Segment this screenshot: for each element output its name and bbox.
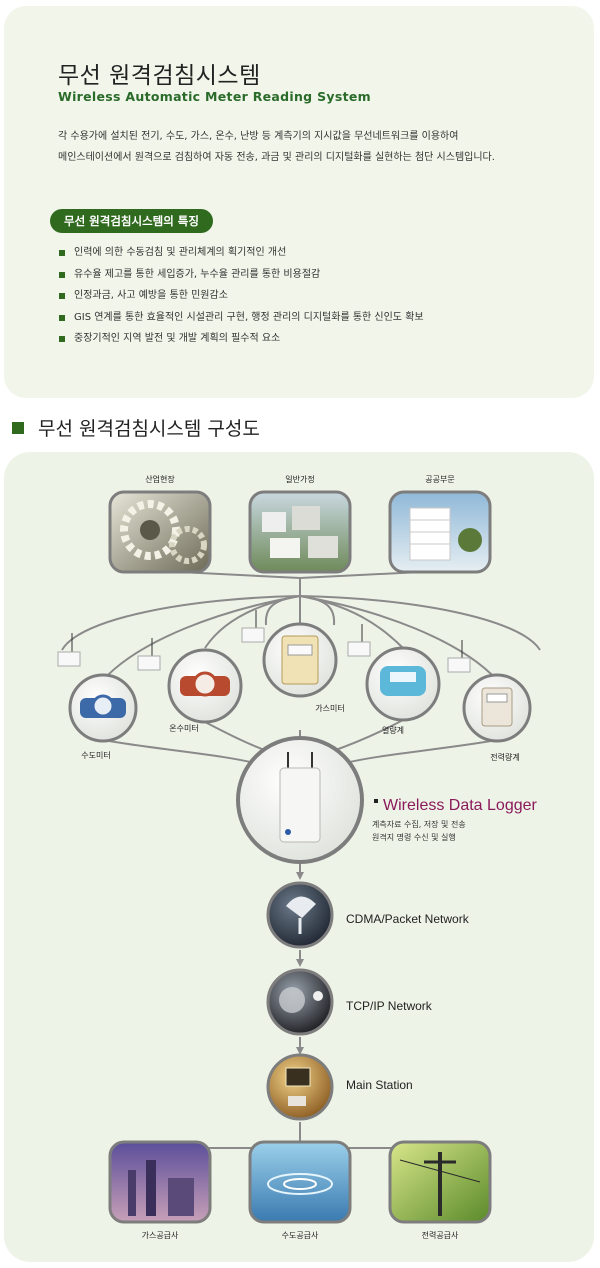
meter-hot-water bbox=[167, 648, 243, 724]
section-heading-text: 무선 원격검침시스템 구성도 bbox=[38, 418, 260, 440]
connector-line bbox=[332, 739, 498, 769]
connector-line bbox=[102, 595, 301, 681]
meter-label: 전력량계 bbox=[490, 752, 519, 762]
antenna-module-icon bbox=[347, 624, 371, 657]
meter-label: 수도미터 bbox=[81, 751, 110, 760]
connector-line bbox=[299, 595, 541, 651]
features-badge: 무선 원격검침시스템의 특징 bbox=[50, 209, 213, 233]
meter-label: 열량계 bbox=[382, 725, 404, 735]
connector-line bbox=[204, 721, 272, 754]
intro-description: 각 수용가에 설치된 전기, 수도, 가스, 온수, 난방 등 계측기의 지시값… bbox=[58, 126, 558, 168]
site-label: 산업현장 bbox=[145, 474, 175, 484]
connector-line bbox=[61, 595, 301, 651]
logger-desc: 원격지 명령 수신 및 실행 bbox=[372, 832, 456, 842]
intro-panel: 무선 원격검침시스템 Wireless Automatic Meter Read… bbox=[4, 6, 594, 398]
antenna-module-icon bbox=[57, 633, 81, 667]
site-industrial bbox=[108, 490, 212, 574]
meter-heat bbox=[365, 646, 441, 722]
meter-label: 온수미터 bbox=[169, 724, 198, 733]
connector-line bbox=[299, 595, 336, 626]
antenna-module-icon bbox=[241, 610, 265, 643]
site-label: 공공부문 bbox=[425, 475, 454, 484]
network-label: Main Station bbox=[346, 1078, 413, 1092]
feature-item: 인정과금, 사고 예방을 통한 민원감소 bbox=[56, 289, 424, 311]
node-tcpip bbox=[266, 968, 334, 1036]
meter-water bbox=[68, 673, 138, 743]
node-main-station bbox=[266, 1053, 334, 1121]
supplier-label: 전력공급사 bbox=[422, 1230, 459, 1240]
logger-title: Wireless Data Logger bbox=[383, 797, 538, 814]
supplier-label: 수도공급사 bbox=[282, 1231, 319, 1240]
meter-electric bbox=[462, 673, 532, 743]
feature-item: 유수율 제고를 통한 세입증가, 누수율 관리를 통한 비용절감 bbox=[56, 268, 424, 290]
connector-line bbox=[102, 739, 268, 769]
connector-line bbox=[264, 595, 301, 626]
page-subtitle: Wireless Automatic Meter Reading System bbox=[58, 89, 371, 104]
site-public bbox=[388, 490, 492, 574]
supplier-gas bbox=[108, 1140, 212, 1224]
feature-item: GIS 연계를 통한 효율적인 시설관리 구현, 행정 관리의 디지털화를 통한… bbox=[56, 311, 424, 333]
antenna-module-icon bbox=[447, 640, 471, 673]
bullet-square-icon bbox=[12, 421, 24, 434]
feature-item: 중장기적인 지역 발전 및 개발 계획의 필수적 요소 bbox=[56, 332, 424, 354]
meter-label: 가스미터 bbox=[315, 704, 344, 713]
antenna-module-icon bbox=[137, 638, 161, 671]
network-label: TCP/IP Network bbox=[346, 999, 433, 1013]
meter-gas bbox=[262, 622, 338, 698]
connector-line bbox=[299, 595, 498, 681]
section-heading: 무선 원격검침시스템 구성도 bbox=[12, 414, 260, 441]
page-title: 무선 원격검침시스템 bbox=[58, 63, 261, 89]
logger-desc: 계측자료 수집, 저장 및 전송 bbox=[372, 819, 466, 829]
network-label: CDMA/Packet Network bbox=[346, 912, 470, 926]
feature-item: 인력에 의한 수동검침 및 관리체계의 획기적인 개선 bbox=[56, 246, 424, 268]
intro-description-line: 각 수용가에 설치된 전기, 수도, 가스, 온수, 난방 등 계측기의 지시값… bbox=[58, 131, 459, 142]
data-logger bbox=[236, 736, 364, 864]
supplier-water bbox=[248, 1140, 352, 1224]
supplier-power bbox=[388, 1140, 492, 1224]
connector-line bbox=[328, 719, 404, 754]
node-cdma bbox=[266, 881, 334, 949]
site-household bbox=[248, 490, 352, 574]
logger-bullet-square bbox=[374, 799, 378, 803]
supplier-label: 가스공급사 bbox=[142, 1231, 179, 1240]
intro-description-line: 메인스테이션에서 원격으로 검침하여 자동 전송, 과금 및 관리의 디지털화를… bbox=[58, 152, 495, 163]
features-list: 인력에 의한 수동검침 및 관리체계의 획기적인 개선 유수율 제고를 통한 세… bbox=[56, 246, 424, 354]
site-label: 일반가정 bbox=[285, 474, 314, 484]
